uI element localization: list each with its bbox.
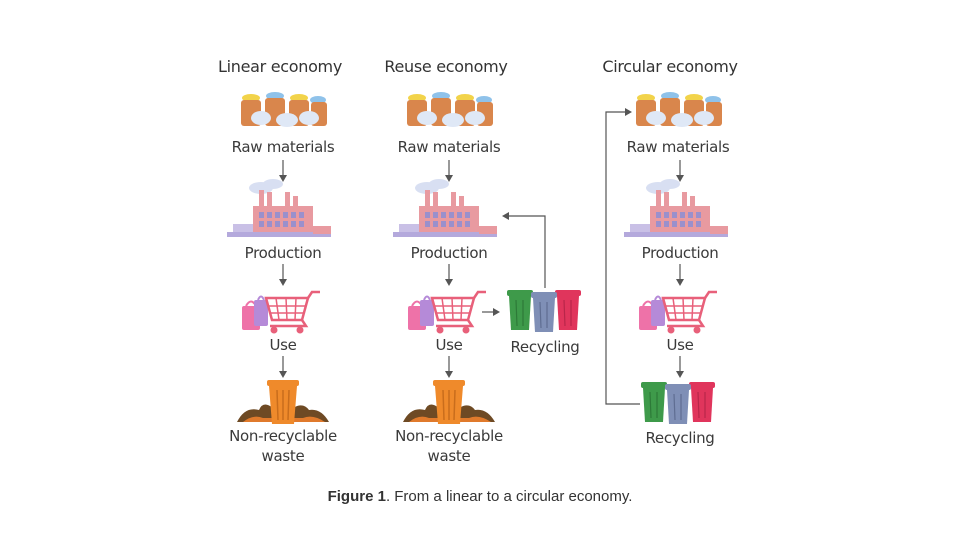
arrow-down-icon [279,371,287,378]
label-raw-materials: Raw materials [232,138,335,156]
label-production: Production [642,244,719,262]
column-circular: Circular economy Raw materials Productio… [602,57,738,447]
arrow-down-icon [445,371,453,378]
factory-icon [393,179,497,237]
label-waste-line2: waste [428,447,471,465]
column-title-linear: Linear economy [218,57,342,76]
label-waste-line1: Non-recyclable [395,427,503,445]
arrow-down-icon [676,371,684,378]
shopping-cart-icon [240,290,322,335]
recycling-bins-icon [506,289,582,333]
arrow-down-icon [676,175,684,182]
label-waste-line2: waste [262,447,305,465]
arrow-down-icon [279,175,287,182]
column-reuse: Reuse economy Raw materials Production U… [384,57,582,465]
label-production: Production [245,244,322,262]
label-recycling: Recycling [645,429,714,447]
label-use: Use [666,336,693,354]
raw-materials-icon [636,92,722,127]
arrow-left-icon [502,212,509,220]
label-raw-materials: Raw materials [398,138,501,156]
column-title-circular: Circular economy [602,57,737,76]
column-title-reuse: Reuse economy [384,57,507,76]
waste-bin-icon [402,379,496,425]
label-recycling: Recycling [510,338,579,356]
waste-bin-icon [236,379,330,425]
arrow-down-icon [279,279,287,286]
figure-caption: Figure 1. From a linear to a circular ec… [0,488,960,505]
shopping-cart-icon [406,290,488,335]
label-raw-materials: Raw materials [627,138,730,156]
recycling-bins-icon [640,381,716,425]
factory-icon [624,179,728,237]
raw-materials-icon [241,92,327,127]
arrow-down-icon [676,279,684,286]
label-use: Use [269,336,296,354]
raw-materials-icon [407,92,493,127]
factory-icon [227,179,331,237]
figure-caption-text: . From a linear to a circular economy. [385,488,633,505]
arrow-down-icon [445,279,453,286]
label-waste-line1: Non-recyclable [229,427,337,445]
column-linear: Linear economy Raw materials Production … [218,57,342,465]
figure-caption-prefix: Figure 1 [327,488,386,505]
label-production: Production [411,244,488,262]
arrow-right-icon [625,108,632,116]
label-use: Use [435,336,462,354]
shopping-cart-icon [637,290,719,335]
arrow-down-icon [445,175,453,182]
arrow-right-icon [493,308,500,316]
